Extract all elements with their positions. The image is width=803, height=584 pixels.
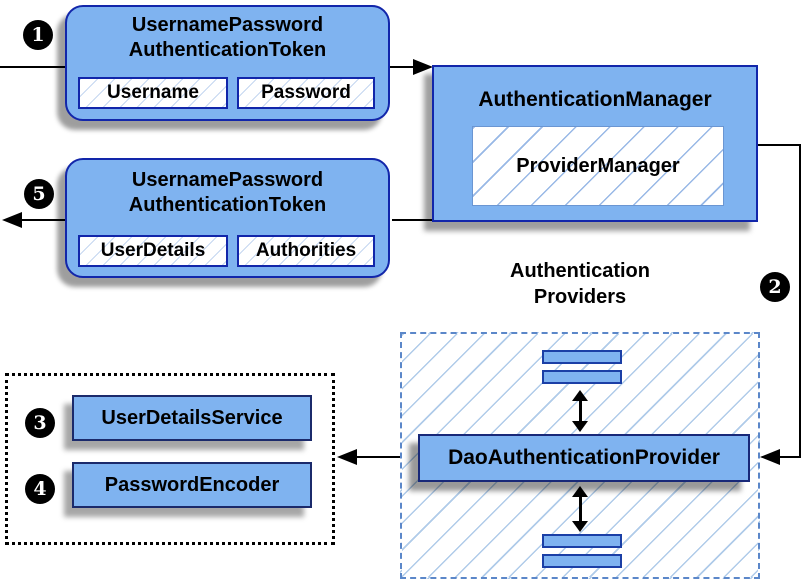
arrowhead-into-provider-icon [760, 449, 780, 465]
step-2-badge: 2 [760, 272, 790, 302]
provider-stub-bar [542, 534, 622, 548]
password-field: Password [237, 77, 375, 109]
bidirectional-arrow-icon [572, 486, 588, 532]
username-field: Username [78, 77, 228, 109]
connector-step1-right [389, 66, 415, 68]
connector-step2-vertical [799, 144, 801, 458]
providers-group-container: DaoAuthenticationProvider [400, 332, 760, 579]
response-token-title-line2: AuthenticationToken [128, 194, 327, 216]
connector-step5-left [20, 219, 66, 221]
response-token-node: UsernamePassword AuthenticationToken Use… [65, 158, 390, 278]
providers-group-label: Authentication Providers [455, 258, 705, 310]
request-token-title-line2: AuthenticationToken [128, 39, 327, 61]
beans-group-container: UserDetailsService PasswordEncoder [5, 373, 335, 545]
provider-stub-bar [542, 554, 622, 568]
arrowhead-into-beans-icon [337, 449, 357, 465]
providers-label-line1: Authentication [510, 260, 650, 282]
step-3-badge: 3 [25, 408, 55, 438]
authentication-manager-title: AuthenticationManager [478, 88, 712, 111]
provider-stub-bar [542, 350, 622, 364]
provider-stub-bar [542, 370, 622, 384]
userdetails-field: UserDetails [78, 235, 228, 267]
step-1-badge: 1 [23, 20, 53, 50]
password-encoder-node: PasswordEncoder [72, 462, 312, 508]
connector-step1-left [0, 66, 66, 68]
dao-authentication-provider-node: DaoAuthenticationProvider [418, 434, 750, 482]
connector-step5-right [392, 219, 432, 221]
arrowhead-out-left-icon [2, 212, 22, 228]
connector-step2-top [758, 144, 801, 146]
connector-provider-to-beans [355, 456, 419, 458]
user-details-service-node: UserDetailsService [72, 395, 312, 441]
arrowhead-into-authmanager-icon [413, 59, 433, 75]
authentication-manager-node: AuthenticationManager ProviderManager [432, 65, 758, 222]
response-token-title-line1: UsernamePassword [131, 169, 324, 191]
bidirectional-arrow-icon [572, 390, 588, 432]
step-4-badge: 4 [25, 474, 55, 504]
provider-manager-box: ProviderManager [472, 126, 724, 206]
request-token-title-line1: UsernamePassword [131, 14, 324, 36]
authorities-field: Authorities [237, 235, 375, 267]
step-5-badge: 5 [24, 179, 54, 209]
providers-label-line2: Providers [533, 286, 627, 308]
connector-step2-bottom [779, 456, 801, 458]
request-token-node: UsernamePassword AuthenticationToken Use… [65, 5, 390, 121]
